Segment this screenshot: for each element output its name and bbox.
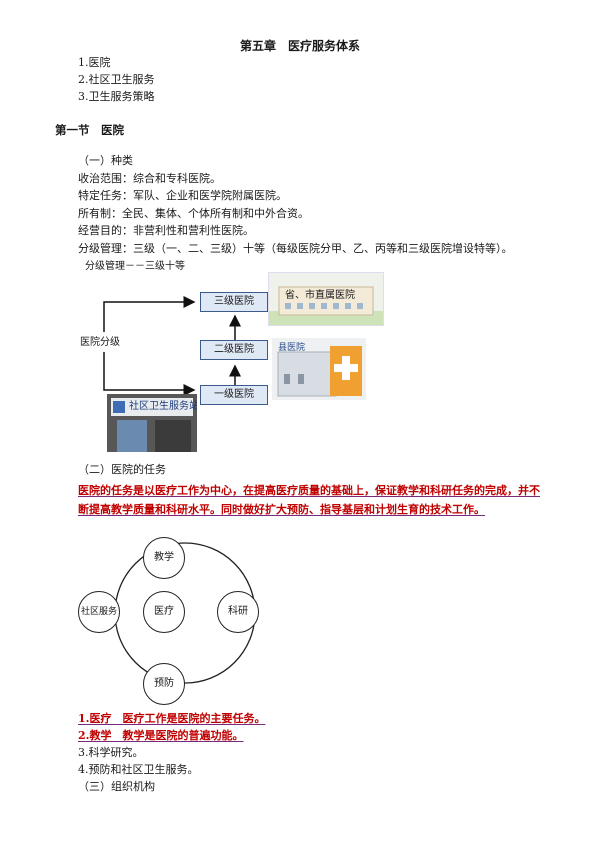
county-hospital-label: 县医院 bbox=[278, 343, 306, 353]
chapter-title: 第五章 医疗服务体系 bbox=[239, 39, 360, 53]
toc-item: 3.卫生服务策略 bbox=[78, 90, 155, 103]
task-list: 1.医疗 医疗工作是医院的主要任务。 2.教学 教学是医院的普遍功能。 3.科学… bbox=[78, 711, 265, 796]
provincial-hospital-label: 省、市直属医院 bbox=[285, 290, 355, 301]
toc-item: 1.医院 bbox=[78, 56, 111, 69]
kinds-line: 经营目的：非营利性和营利性医院。 bbox=[78, 224, 254, 237]
grading-root-label: 医院分级 bbox=[80, 337, 120, 348]
org-heading: （三）组织机构 bbox=[78, 780, 155, 793]
task-item: 4.预防和社区卫生服务。 bbox=[78, 763, 199, 776]
hospital-building-illustration bbox=[269, 286, 383, 325]
table-of-contents: 1.医院 2.社区卫生服务 3.卫生服务策略 bbox=[78, 55, 155, 106]
section-title: 第一节 医院 bbox=[55, 123, 124, 137]
kinds-line: 收治范围：综合和专科医院。 bbox=[78, 171, 221, 185]
county-hospital-illustration bbox=[277, 346, 362, 397]
node-medical: 医疗 bbox=[143, 591, 185, 633]
kinds-line: 分级管理：三级（一、二、三级）十等（每级医院分甲、乙、丙等和三级医院增设特等）。 bbox=[78, 241, 513, 255]
hospital-kinds: （一）种类 收治范围：综合和专科医院。 特定任务：军队、企业和医学院附属医院。 … bbox=[78, 153, 513, 258]
task-item: 2.教学 教学是医院的普遍功能。 bbox=[78, 729, 244, 742]
tasks-heading: （二）医院的任务 bbox=[78, 463, 166, 476]
grading-diagram-title: 分级管理－－三级十等 bbox=[85, 261, 185, 272]
kinds-heading: （一）种类 bbox=[78, 154, 133, 167]
task-item: 1.医疗 医疗工作是医院的主要任务。 bbox=[78, 712, 266, 725]
level-3-box: 三级医院 bbox=[200, 292, 268, 312]
provincial-hospital-image: 省、市直属医院 bbox=[268, 272, 384, 326]
node-research: 科研 bbox=[217, 591, 259, 633]
kinds-line: 所有制：全民、集体、个体所有制和中外合资。 bbox=[78, 206, 309, 220]
county-hospital-image: 县医院 bbox=[272, 338, 366, 400]
community-station-illustration bbox=[107, 394, 197, 452]
level-1-box: 一级医院 bbox=[200, 385, 268, 405]
tasks-statement: 医院的任务是以医疗工作为中心，在提高医疗质量的基础上，保证教学和科研任务的完成，… bbox=[78, 484, 540, 516]
kinds-line: 特定任务：军队、企业和医学院附属医院。 bbox=[78, 189, 287, 202]
toc-item: 2.社区卫生服务 bbox=[78, 73, 155, 86]
node-community: 社区服务 bbox=[78, 591, 120, 633]
community-station-label: 社区卫生服务站 bbox=[129, 401, 197, 412]
node-prevention: 预防 bbox=[143, 663, 185, 705]
community-station-image: 社区卫生服务站 bbox=[107, 394, 197, 452]
node-teaching: 教学 bbox=[143, 537, 185, 579]
level-2-box: 二级医院 bbox=[200, 340, 268, 360]
task-item: 3.科学研究。 bbox=[78, 746, 144, 759]
hospital-tasks-diagram: 教学 科研 预防 社区服务 医疗 bbox=[78, 528, 270, 708]
